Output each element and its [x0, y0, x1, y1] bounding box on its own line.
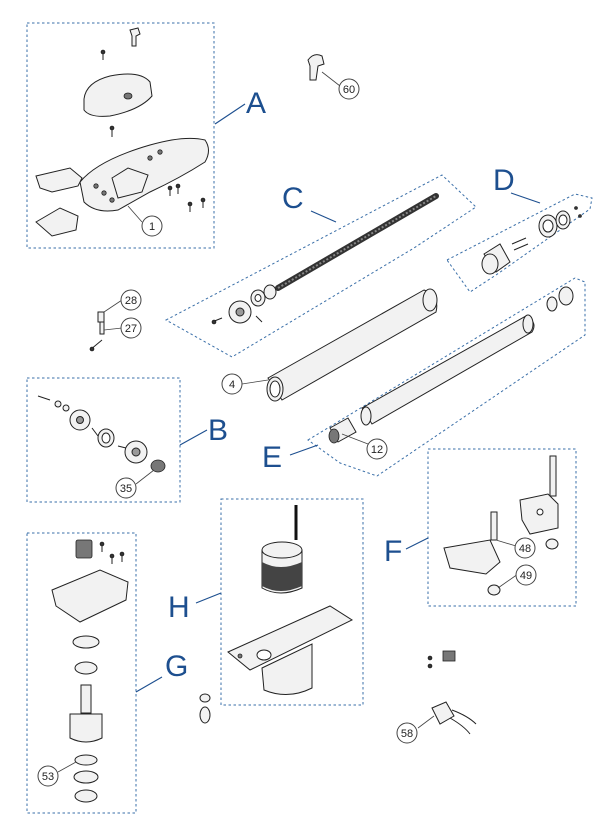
housing-part [51, 569, 129, 623]
group-f-outline [427, 448, 577, 607]
callout-1: 1 [141, 215, 163, 237]
leader-e [289, 444, 319, 456]
group-c-outline [164, 174, 477, 358]
callout-27-label: 27 [125, 323, 137, 335]
callout-53-label: 53 [42, 771, 54, 783]
key-part [129, 27, 141, 47]
group-letter-b: B [208, 414, 228, 447]
leader-a [214, 103, 246, 125]
pointer-35 [135, 469, 155, 485]
pointer-27 [103, 327, 123, 331]
key-60-part [307, 54, 325, 81]
callout-4: 4 [221, 373, 243, 395]
plate-part [35, 207, 79, 237]
shaft-part [69, 713, 103, 743]
top-cover-part [83, 73, 153, 117]
leader-c [310, 210, 337, 223]
group-letter-a: A [246, 87, 266, 120]
callout-12: 12 [366, 438, 388, 460]
callout-28: 28 [120, 289, 142, 311]
group-letter-c: C [282, 182, 304, 215]
callout-58-label: 58 [401, 728, 413, 740]
leader-h [195, 592, 222, 604]
callout-35: 35 [115, 477, 137, 499]
pointer-49 [497, 573, 519, 589]
callout-4-label: 4 [229, 379, 235, 391]
callout-1-label: 1 [149, 221, 155, 233]
capacitor-part-58 [431, 701, 477, 735]
callout-53: 53 [37, 765, 59, 787]
leader-b [179, 429, 208, 446]
group-letter-e: E [262, 441, 282, 474]
group-c-parts [211, 193, 439, 325]
group-d-outline [446, 193, 593, 293]
group-f-parts [443, 455, 559, 596]
callout-48: 48 [514, 537, 536, 559]
pointer-60 [321, 71, 341, 87]
pointer-58 [417, 715, 435, 729]
callout-35-label: 35 [120, 483, 132, 495]
group-letter-h: H [168, 591, 190, 624]
group-b-outline [26, 377, 181, 503]
pointer-53 [57, 761, 77, 773]
callout-49: 49 [515, 564, 537, 586]
leader-d [510, 192, 541, 204]
group-a-outline [26, 22, 215, 249]
leader-f [405, 537, 429, 550]
group-e-parts [328, 286, 574, 444]
pointer-1 [127, 205, 143, 223]
bracket-part [35, 167, 83, 193]
main-cover-part [79, 137, 209, 212]
screw-cap-part [75, 539, 93, 559]
pin-parts [89, 311, 105, 352]
callout-27: 27 [120, 317, 142, 339]
callout-49-label: 49 [520, 570, 532, 582]
group-letter-f: F [384, 535, 402, 568]
callout-58: 58 [396, 722, 418, 744]
callout-60: 60 [338, 78, 360, 100]
group-d-parts [481, 206, 582, 275]
group-h-outline [220, 498, 364, 706]
terminal-parts [427, 650, 456, 669]
bolt-part [549, 455, 557, 497]
callout-28-label: 28 [125, 295, 137, 307]
pointer-4 [241, 379, 269, 385]
group-e-outline [307, 277, 586, 477]
pointer-12 [341, 433, 369, 445]
group-b-parts [37, 395, 166, 473]
callout-60-label: 60 [343, 84, 355, 96]
tube-part-4 [266, 288, 438, 402]
group-g-parts [51, 539, 129, 803]
pointer-48 [495, 539, 517, 547]
pointer-28 [103, 299, 123, 313]
leader-g [135, 676, 163, 693]
bracket-f2-part [443, 539, 501, 575]
group-h-parts [227, 505, 354, 695]
callout-48-label: 48 [519, 543, 531, 555]
group-letter-d: D [493, 164, 515, 197]
callout-12-label: 12 [371, 444, 383, 456]
group-a-parts [35, 27, 209, 237]
group-letter-g: G [165, 650, 188, 683]
